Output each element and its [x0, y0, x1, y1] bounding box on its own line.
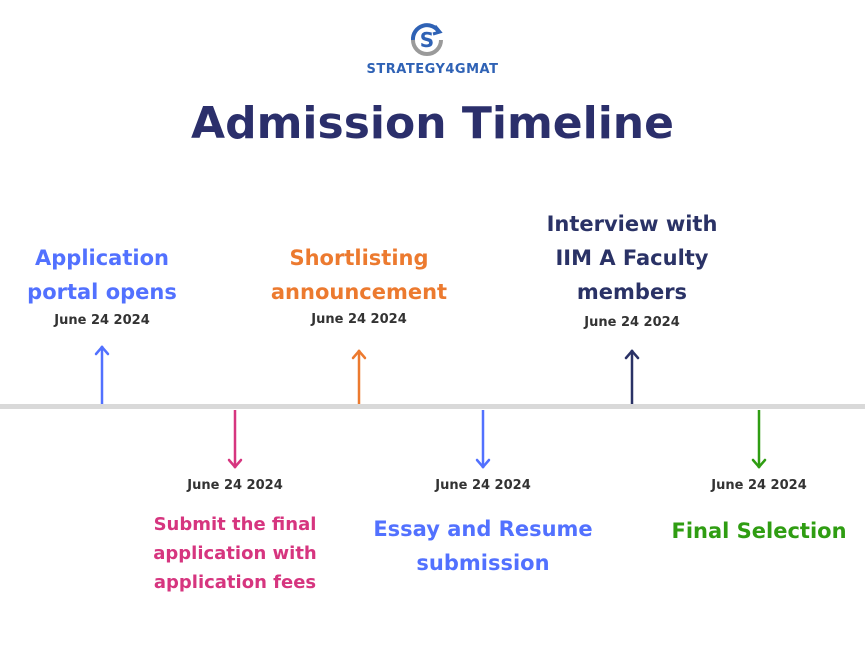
event-label-line: portal opens — [27, 280, 177, 304]
event-label: Final Selection — [629, 514, 865, 548]
event-label-line: Interview with — [546, 212, 718, 236]
timeline-axis — [0, 404, 865, 409]
logo-text: STRATEGY4GMAT — [366, 62, 499, 77]
event-label-line: announcement — [270, 280, 448, 304]
arrow-down-icon — [751, 410, 767, 469]
event-label: Shortlisting announcement — [229, 241, 489, 309]
event-label-line: Shortlisting — [289, 246, 429, 270]
event-label-line: application fees — [153, 572, 317, 593]
arrow-up-icon — [94, 345, 110, 404]
logo-icon: S — [407, 20, 447, 60]
event-label-line: members — [576, 280, 688, 304]
event-date: June 24 2024 — [711, 478, 807, 493]
event-date: June 24 2024 — [584, 315, 680, 330]
event-date: June 24 2024 — [435, 478, 531, 493]
event-date: June 24 2024 — [187, 478, 283, 493]
arrow-up-icon — [351, 349, 367, 404]
event-label-line: Final Selection — [671, 519, 847, 543]
arrow-up-icon — [624, 349, 640, 404]
event-label-line: submission — [416, 551, 550, 575]
arrow-down-icon — [227, 410, 243, 469]
event-label: Submit the final application with applicat… — [105, 510, 365, 597]
svg-text:S: S — [420, 28, 434, 52]
event-label-line: Application — [35, 246, 169, 270]
event-label-line: Essay and Resume — [373, 517, 593, 541]
page-title: Admission Timeline — [191, 98, 674, 149]
event-label: Application portal opens — [0, 241, 232, 309]
event-label-line: Submit the final — [153, 514, 317, 535]
event-date: June 24 2024 — [311, 312, 407, 327]
event-date: June 24 2024 — [54, 313, 150, 328]
arrow-down-icon — [475, 410, 491, 469]
event-label-line: IIM A Faculty — [555, 246, 709, 270]
event-label-line: application with — [153, 543, 317, 564]
event-label: Essay and Resume submission — [353, 512, 613, 580]
